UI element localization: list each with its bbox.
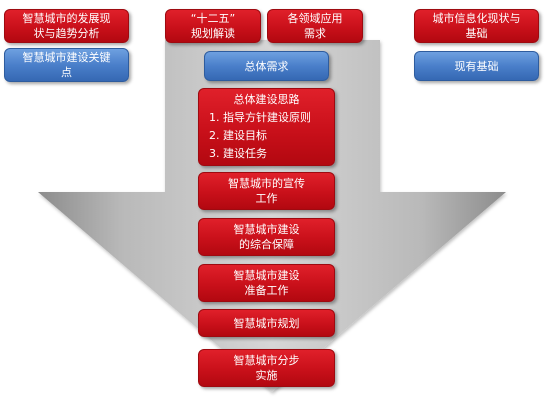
five-year-plan-box: “十二五” 规划解读 [165,9,261,43]
overall-demand-box: 总体需求 [204,51,329,81]
step-implementation-box: 智慧城市分步 实施 [198,349,335,387]
domain-demand-box: 各领域应用 需求 [267,9,363,43]
overall-plan-item: 2. 建设目标 [209,129,267,142]
overall-plan-box: 总体建设思路 1. 指导方针建设原则 2. 建设目标 3. 建设任务 [198,88,335,166]
overall-plan-item: 3. 建设任务 [209,147,267,160]
step-planning-box: 智慧城市规划 [198,309,335,337]
step-preparation-box: 智慧城市建设 准备工作 [198,264,335,302]
status-analysis-box: 智慧城市的发展现 状与趋势分析 [4,9,129,43]
arrow-body [38,40,506,392]
existing-basis-box: 现有基础 [414,51,539,81]
step-publicity-box: 智慧城市的宣传 工作 [198,172,335,210]
overall-plan-title: 总体建设思路 [233,93,300,106]
overall-plan-item: 1. 指导方针建设原则 [209,111,311,124]
step-guarantee-box: 智慧城市建设 的综合保障 [198,218,335,256]
key-points-box: 智慧城市建设关键 点 [4,48,129,82]
city-it-status-box: 城市信息化现状与 基础 [414,9,539,43]
